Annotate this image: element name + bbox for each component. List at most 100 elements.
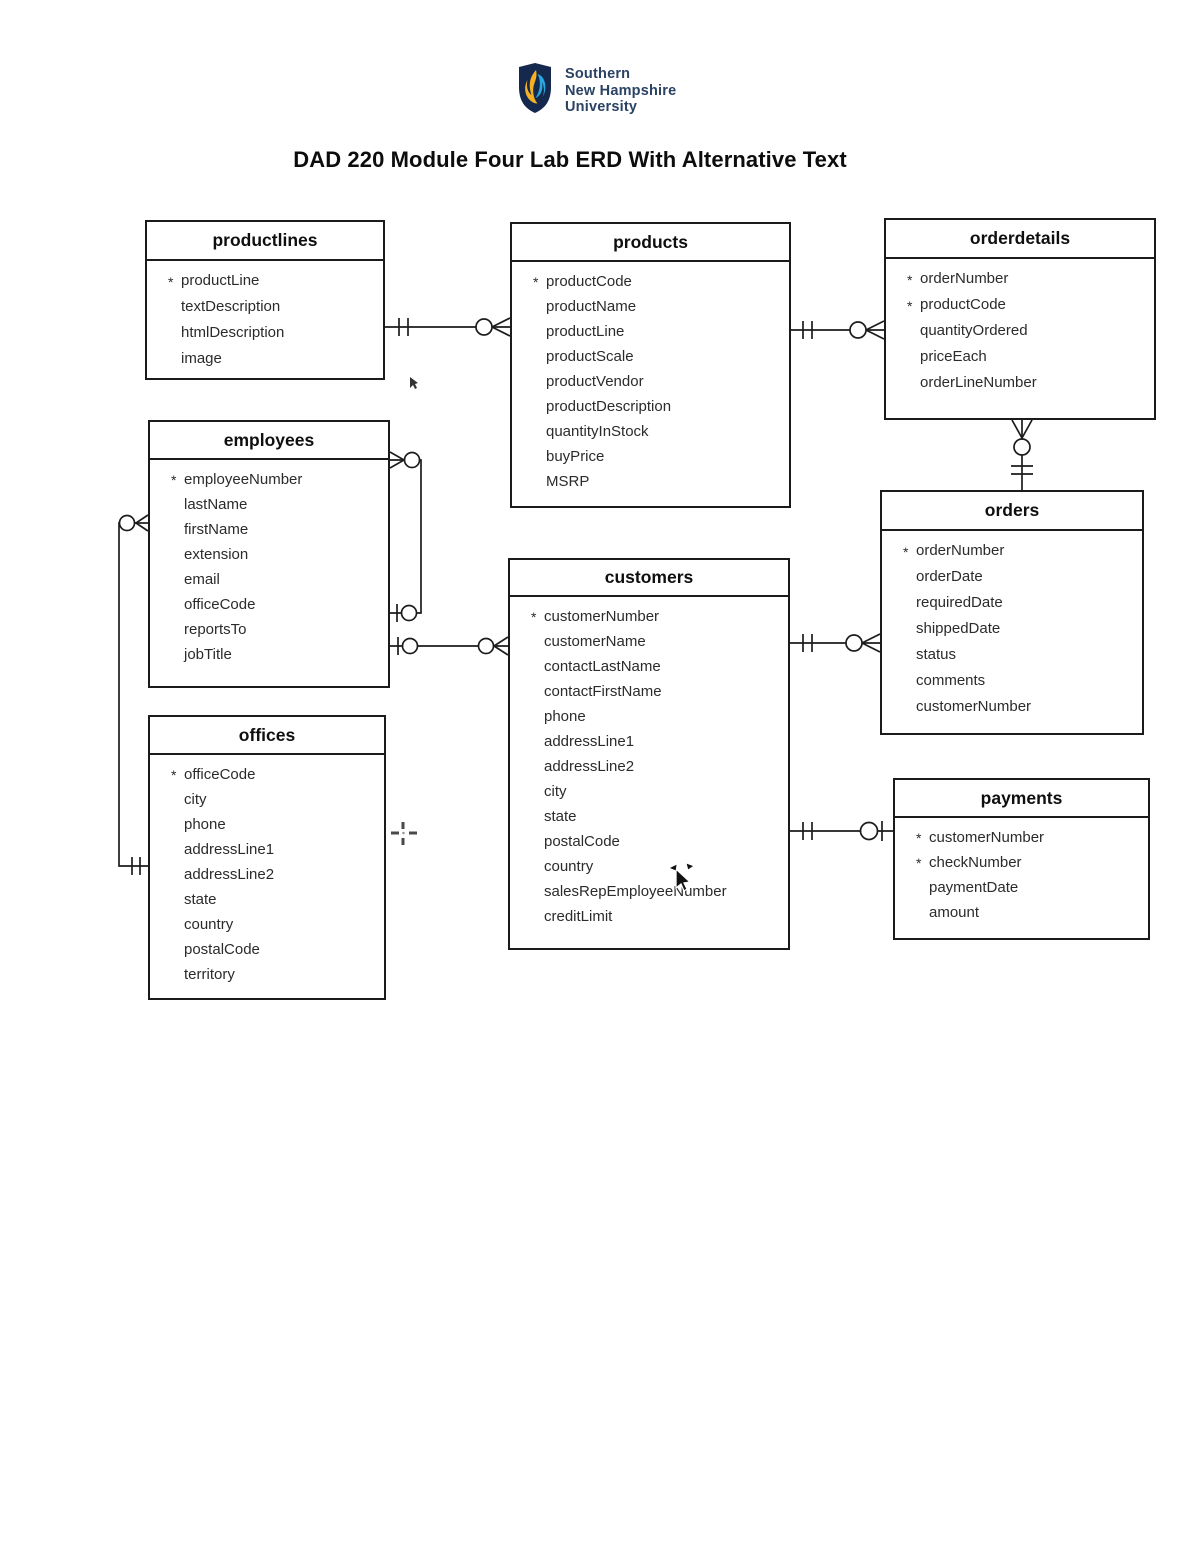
field-name: productCode: [546, 273, 632, 290]
snhu-shield-icon: [519, 63, 551, 113]
field-row: productName: [546, 294, 783, 319]
entity-title-products: products: [512, 224, 789, 262]
field-row: quantityInStock: [546, 419, 783, 444]
field-name: territory: [184, 966, 235, 983]
field-row: salesRepEmployeeNumber: [544, 879, 782, 904]
entity-offices: offices *officeCode city phone addressLi…: [148, 715, 386, 1000]
field-list-customers: *customerNumber customerName contactLast…: [510, 597, 788, 929]
field-row: orderDate: [916, 564, 1136, 590]
field-row: paymentDate: [929, 875, 1142, 900]
field-row: contactLastName: [544, 654, 782, 679]
relationship-productlines-products: [385, 317, 511, 337]
field-row: reportsTo: [184, 617, 382, 642]
field-row: phone: [544, 704, 782, 729]
field-name: creditLimit: [544, 908, 613, 925]
field-row: shippedDate: [916, 616, 1136, 642]
field-row: extension: [184, 542, 382, 567]
field-row: creditLimit: [544, 904, 782, 929]
field-row: territory: [184, 962, 378, 987]
relationship-employees-customers: [390, 636, 509, 656]
field-row: *officeCode: [171, 762, 378, 787]
field-name: amount: [929, 904, 980, 921]
field-name: contactFirstName: [544, 683, 662, 700]
field-row: addressLine2: [184, 862, 378, 887]
field-name: lastName: [184, 496, 248, 513]
field-name: productName: [546, 298, 637, 315]
entity-orderdetails: orderdetails *orderNumber *productCode q…: [884, 218, 1156, 420]
field-row: *customerNumber: [916, 825, 1142, 850]
field-row: textDescription: [181, 294, 377, 320]
field-row: postalCode: [544, 829, 782, 854]
field-row: image: [181, 346, 377, 372]
field-row: contactFirstName: [544, 679, 782, 704]
field-list-orders: *orderNumber orderDate requiredDate ship…: [882, 531, 1142, 720]
crosshair-icon: [391, 822, 417, 845]
field-name: buyPrice: [546, 448, 605, 465]
field-row: status: [916, 642, 1136, 668]
field-row: quantityOrdered: [920, 318, 1148, 344]
field-name: requiredDate: [916, 594, 1003, 611]
field-row: city: [184, 787, 378, 812]
relationship-customers-payments: [790, 821, 893, 841]
entity-productlines: productlines *productLine textDescriptio…: [145, 220, 385, 380]
primary-key-asterisk: *: [907, 272, 913, 288]
field-name: addressLine1: [184, 841, 275, 858]
snhu-logo-text: Southern New Hampshire University: [565, 66, 676, 116]
field-name: addressLine1: [544, 733, 635, 750]
field-row: addressLine1: [544, 729, 782, 754]
field-name: firstName: [184, 521, 249, 538]
field-row: jobTitle: [184, 642, 382, 667]
entity-title-offices: offices: [150, 717, 384, 755]
field-row: customerNumber: [916, 694, 1136, 720]
field-name: city: [544, 783, 567, 800]
field-name: postalCode: [544, 833, 620, 850]
field-row: phone: [184, 812, 378, 837]
field-name: phone: [184, 816, 226, 833]
field-name: officeCode: [184, 766, 256, 783]
field-name: email: [184, 571, 220, 588]
field-list-orderdetails: *orderNumber *productCode quantityOrdere…: [886, 259, 1154, 396]
field-row: *orderNumber: [903, 538, 1136, 564]
field-name: image: [181, 350, 222, 367]
field-row: state: [544, 804, 782, 829]
field-name: shippedDate: [916, 620, 1001, 637]
field-name: orderDate: [916, 568, 983, 585]
field-list-productlines: * productLine textDescription htmlDescrip…: [147, 261, 383, 372]
field-name: quantityInStock: [546, 423, 649, 440]
field-name: textDescription: [181, 298, 281, 315]
field-row: addressLine2: [544, 754, 782, 779]
field-name: phone: [544, 708, 586, 725]
field-row: htmlDescription: [181, 320, 377, 346]
primary-key-asterisk: *: [168, 274, 174, 290]
field-name: orderNumber: [920, 270, 1009, 287]
field-name: checkNumber: [929, 854, 1022, 871]
entity-customers: customers *customerNumber customerName c…: [508, 558, 790, 950]
field-name: productLine: [181, 272, 260, 289]
field-list-payments: *customerNumber *checkNumber paymentDate…: [895, 818, 1148, 925]
field-name: customerNumber: [929, 829, 1045, 846]
relationship-customers-orders: [790, 633, 881, 653]
field-name: employeeNumber: [184, 471, 303, 488]
primary-key-asterisk: *: [531, 609, 537, 625]
field-row: *checkNumber: [916, 850, 1142, 875]
entity-products: products *productCode productName produc…: [510, 222, 791, 508]
relationship-products-orderdetails: [791, 320, 885, 340]
entity-title-customers: customers: [510, 560, 788, 597]
field-row: postalCode: [184, 937, 378, 962]
field-row: buyPrice: [546, 444, 783, 469]
field-row: addressLine1: [184, 837, 378, 862]
field-row: comments: [916, 668, 1136, 694]
field-name: country: [544, 858, 594, 875]
entity-employees: employees *employeeNumber lastName first…: [148, 420, 390, 688]
logo-line-3: University: [565, 99, 638, 115]
primary-key-asterisk: *: [171, 472, 177, 488]
logo-line-1: Southern: [565, 66, 631, 82]
relationship-offices-employees: [118, 514, 149, 875]
small-cursor-icon: [410, 377, 418, 389]
field-list-employees: * employeeNumber lastName firstName exten…: [150, 460, 388, 667]
field-name: priceEach: [920, 348, 987, 365]
page-title: DAD 220 Module Four Lab ERD With Alterna…: [293, 147, 847, 172]
field-name: customerNumber: [544, 608, 660, 625]
field-row: * orderNumber: [907, 266, 1148, 292]
